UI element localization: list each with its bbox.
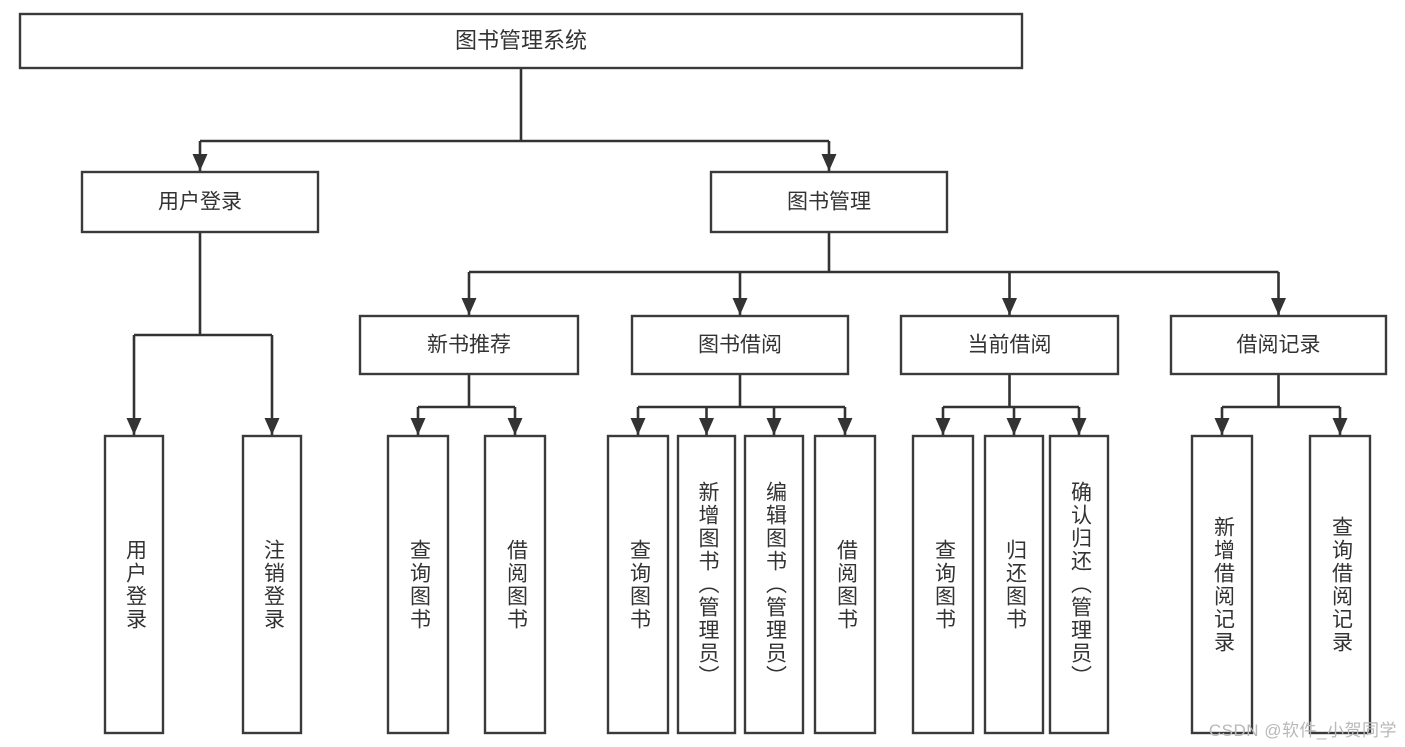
arrow-head-icon	[461, 298, 477, 315]
arrow-head-icon	[264, 418, 280, 435]
level3-node-box-2[interactable]	[899, 314, 1120, 376]
level3-node-box-0[interactable]	[358, 314, 580, 376]
level3-node-box-3[interactable]	[1169, 314, 1388, 376]
level3-node-label-0: 新书推荐	[427, 334, 511, 357]
arrow-head-icon	[935, 418, 951, 435]
root-node-box[interactable]	[18, 12, 1024, 70]
leaf-node-box-8[interactable]	[911, 434, 975, 735]
arrow-head-icon	[192, 154, 208, 171]
arrow-head-icon	[837, 418, 853, 435]
arrow-head-icon	[732, 298, 748, 315]
node-boxes	[18, 12, 1388, 735]
leaf-node-box-11[interactable]	[1190, 434, 1254, 735]
leaf-node-box-0[interactable]	[103, 434, 165, 735]
leaf-node-box-2[interactable]	[386, 434, 450, 735]
leaf-node-box-12[interactable]	[1308, 434, 1372, 735]
arrow-head-icon	[1332, 418, 1348, 435]
arrow-head-icon	[766, 418, 782, 435]
level2-node-label-0: 用户登录	[158, 191, 242, 214]
arrow-head-icon	[1214, 418, 1230, 435]
arrow-head-icon	[126, 418, 142, 435]
arrow-head-icon	[1271, 298, 1286, 315]
arrow-head-icon	[699, 418, 714, 435]
arrow-head-icon	[1002, 298, 1017, 315]
connector-lines	[126, 68, 1348, 435]
csdn-watermark: CSDN @软件_小贺同学	[1208, 721, 1397, 740]
level2-node-box-0[interactable]	[80, 170, 320, 234]
level3-node-label-2: 当前借阅	[968, 334, 1052, 357]
leaf-node-box-9[interactable]	[983, 434, 1045, 735]
leaf-node-box-4[interactable]	[606, 434, 670, 735]
arrow-head-icon	[1071, 418, 1087, 435]
leaf-node-box-7[interactable]	[813, 434, 877, 735]
level3-node-label-3: 借阅记录	[1237, 334, 1321, 357]
arrow-head-icon	[410, 418, 426, 435]
level3-node-label-1: 图书借阅	[698, 334, 782, 357]
leaf-node-box-10[interactable]	[1048, 434, 1110, 735]
arrow-head-icon	[630, 418, 646, 435]
root-node-label: 图书管理系统	[455, 28, 587, 53]
leaf-node-box-6[interactable]	[743, 434, 805, 735]
leaf-node-box-5[interactable]	[676, 434, 737, 735]
level2-node-label-1: 图书管理	[787, 191, 871, 214]
arrow-head-icon	[507, 418, 523, 435]
leaf-node-box-3[interactable]	[483, 434, 547, 735]
arrow-head-icon	[821, 154, 837, 171]
level3-node-box-1[interactable]	[630, 314, 850, 376]
leaf-node-box-1[interactable]	[241, 434, 303, 735]
level2-node-box-1[interactable]	[709, 170, 949, 234]
arrow-head-icon	[1006, 418, 1022, 435]
